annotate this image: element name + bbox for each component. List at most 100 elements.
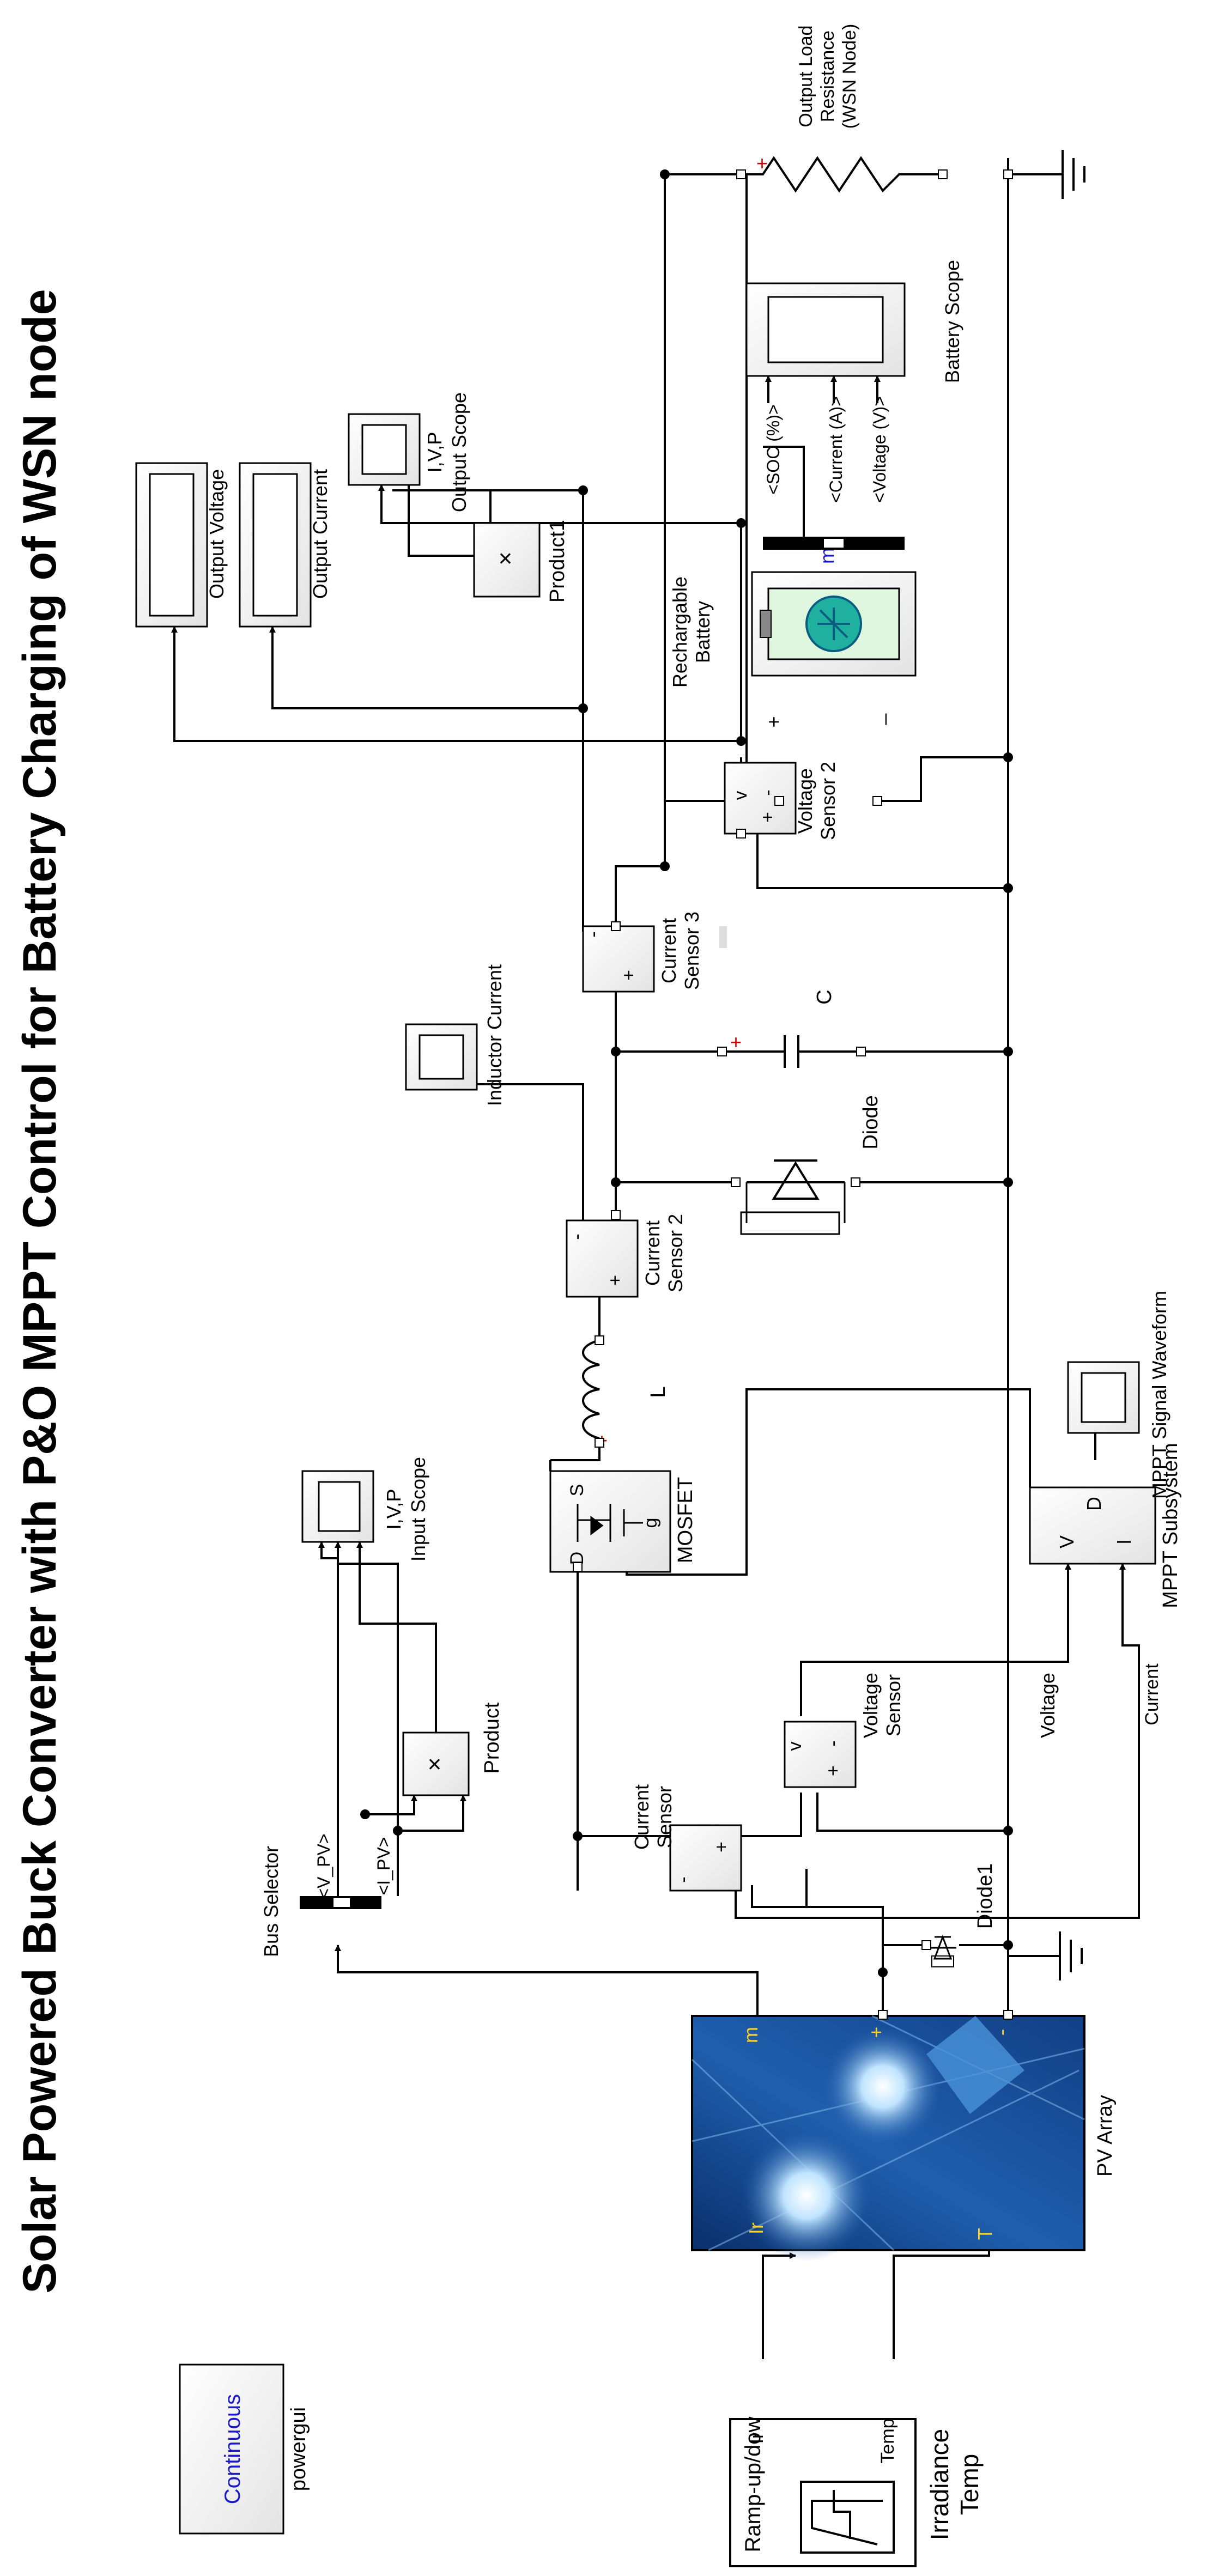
- junction: [1003, 883, 1013, 893]
- inductor-block[interactable]: + L: [582, 1339, 670, 1451]
- inductor-label: L: [647, 1386, 670, 1398]
- current-sensor-label-2: Sensor: [653, 1786, 676, 1848]
- voltage-sensor-block[interactable]: v + - Voltage Sensor: [784, 1673, 905, 1788]
- battery-block[interactable]: Rechargable Battery + _ m: [669, 548, 917, 728]
- current-sensor-plus: +: [711, 1842, 732, 1852]
- pv-array-block[interactable]: Ir T m + - PV Array: [691, 2015, 1117, 2261]
- junction: [573, 1831, 583, 1841]
- wire-pv-plus-diode: [882, 1944, 926, 1972]
- current-sensor-2-block[interactable]: - + Current Sensor 2: [566, 1214, 687, 1298]
- ramp-icon: [800, 2481, 895, 2554]
- mppt-subsystem-block[interactable]: V I D MPPT Subsystem: [1029, 1443, 1182, 1608]
- pv-port-t: T: [974, 2228, 996, 2240]
- diode-block[interactable]: Diode: [736, 1095, 882, 1242]
- mppt-port-i: I: [1113, 1539, 1135, 1545]
- bus-selector-block[interactable]: Bus Selector <V_PV> <I_PV>: [260, 1833, 393, 1957]
- wire-vpv-prod: [365, 1803, 415, 1815]
- source-label-2: Temp: [955, 2454, 984, 2515]
- current-signal-label: Current: [1142, 1663, 1162, 1726]
- junction: [878, 1967, 888, 1977]
- current-sensor-3-label-1: Current: [658, 918, 680, 983]
- junction: [360, 1809, 370, 1819]
- ground-icon: [1059, 1931, 1083, 1980]
- battery-sig-soc: <SOC (%)>: [763, 404, 783, 494]
- mosfet-s: S: [567, 1484, 587, 1497]
- pv-sun-glint-icon: [823, 2027, 943, 2147]
- diode1-label: Diode1: [974, 1863, 997, 1929]
- mppt-scope-block[interactable]: MPPT Signal Waveform: [1067, 1291, 1170, 1499]
- product1-label: Product1: [546, 520, 569, 603]
- irradiance-temp-source[interactable]: Ramp-up/dow Ir Temp Irradiance Temp: [729, 2416, 984, 2567]
- mosfet-g: g: [640, 1518, 661, 1528]
- inductor-coil-icon: [582, 1339, 600, 1439]
- output-scope-block[interactable]: I,V,P Output Scope: [348, 392, 470, 512]
- wire-bat-minus: [877, 756, 1008, 802]
- powergui-label: powergui: [287, 2407, 310, 2491]
- voltage-sensor-2-plus: +: [757, 812, 778, 823]
- port-markers: [573, 169, 1013, 2020]
- source-label-1: Irradiance: [925, 2429, 954, 2541]
- voltage-sensor-2-label-2: Sensor 2: [817, 762, 839, 840]
- product1-block[interactable]: × Product1: [473, 520, 569, 603]
- current-sensor-block[interactable]: - + Current Sensor: [630, 1784, 742, 1892]
- output-scope-label-1: I,V,P: [423, 432, 446, 473]
- junction: [611, 1047, 621, 1056]
- mosfet-block[interactable]: D S g MOSFET: [549, 1470, 697, 1573]
- output-current-scope-block[interactable]: Output Current: [239, 462, 331, 628]
- wire-ipv-prod: [398, 1798, 464, 1832]
- capacitor-plus: +: [730, 1031, 742, 1053]
- load-plus: +: [756, 152, 768, 174]
- current-sensor-3-plus: +: [618, 970, 639, 981]
- wire-out-i: [269, 626, 583, 709]
- product1-symbol: ×: [492, 551, 519, 566]
- inductor-current-scope-block[interactable]: Inductor Current: [405, 964, 506, 1106]
- wire-cs2-out: [435, 1081, 584, 1220]
- voltage-sensor-2-block[interactable]: v + - Voltage Sensor 2: [724, 762, 839, 840]
- powergui-block[interactable]: Continuous powergui: [179, 2364, 310, 2535]
- source-header: Ramp-up/dow: [741, 2416, 765, 2552]
- current-sensor-2-plus: +: [605, 1275, 626, 1286]
- voltage-sensor-2-label-1: Voltage: [794, 768, 816, 834]
- diode-label: Diode: [859, 1095, 882, 1149]
- diode-icon: [747, 1159, 845, 1200]
- pv-port-minus: -: [990, 2029, 1012, 2036]
- wire-mosfet-s: [549, 1438, 601, 1471]
- battery-bus-selector[interactable]: <SOC (%)> <Current (A)> <Voltage (V)>: [763, 396, 905, 550]
- voltage-sensor-plus: +: [823, 1765, 844, 1776]
- mppt-port-d: D: [1083, 1497, 1105, 1511]
- voltage-sensor-minus: -: [823, 1740, 844, 1746]
- mppt-label: MPPT Subsystem: [1159, 1443, 1182, 1608]
- capacitor-block[interactable]: + C: [722, 989, 861, 1068]
- battery-sig-current: <Current (A)>: [826, 396, 846, 503]
- current-sensor-3-block[interactable]: - + Current Sensor 3: [582, 912, 703, 993]
- load-label-2: Resistance: [817, 31, 838, 122]
- battery-plus: +: [762, 716, 785, 727]
- current-sensor-2-label-2: Sensor 2: [664, 1214, 687, 1292]
- voltage-sensor-v: v: [785, 1742, 805, 1751]
- source-port-temp: Temp: [877, 2418, 898, 2463]
- source-port-ir: Ir: [747, 2433, 767, 2444]
- battery-m: m: [816, 548, 838, 564]
- pv-port-ir: Ir: [745, 2222, 767, 2234]
- load-ground-icon: [1062, 150, 1085, 199]
- mppt-port-v: V: [1056, 1535, 1078, 1548]
- faint-artifact: [719, 926, 727, 948]
- mppt-scope-label: MPPT Signal Waveform: [1148, 1291, 1170, 1499]
- diode1-block[interactable]: Diode1: [926, 1863, 997, 1967]
- junction: [736, 518, 746, 528]
- pv-port-plus: +: [865, 2026, 887, 2038]
- battery-scope-block[interactable]: Battery Scope: [745, 260, 963, 383]
- wire-prod1-out: [405, 479, 474, 557]
- resistor-icon: [741, 156, 943, 193]
- output-load-block[interactable]: + Output Load Resistance (WSN Node): [741, 24, 943, 193]
- junction: [393, 1826, 403, 1836]
- pv-sun-glint-icon: [741, 2130, 872, 2261]
- input-scope-block[interactable]: I,V,P Input Scope: [301, 1457, 429, 1562]
- inductor-scope-label: Inductor Current: [483, 964, 506, 1106]
- junction: [660, 861, 670, 871]
- product-block[interactable]: × Product: [402, 1702, 504, 1796]
- output-voltage-scope-block[interactable]: Output Voltage: [135, 462, 228, 628]
- current-sensor-3-label-2: Sensor 3: [681, 912, 703, 990]
- wire-cs-to-vs: [578, 1793, 802, 1837]
